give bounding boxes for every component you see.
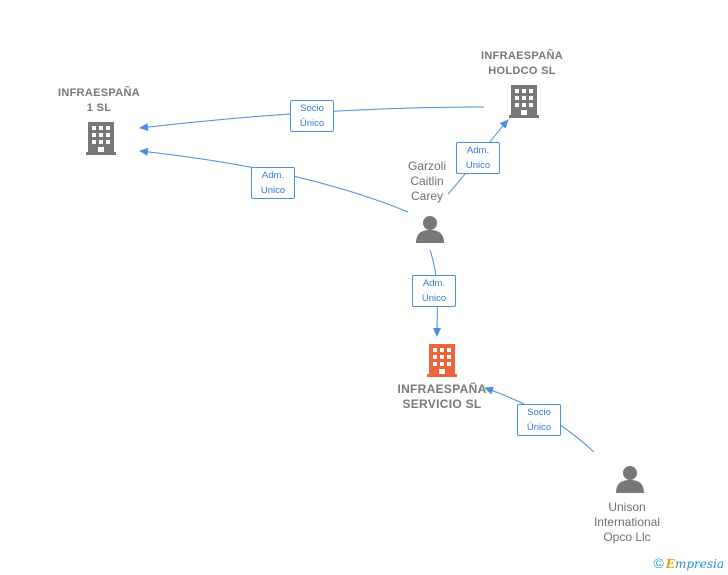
edge-label-adm-unico: Adm. Unico (456, 142, 500, 174)
company-label-holdco[interactable]: INFRAESPAÑA HOLDCO SL (481, 50, 563, 77)
company-label-infraespana-1[interactable]: INFRAESPAÑA 1 SL (58, 87, 140, 114)
copyright-icon: © (653, 555, 664, 571)
person-icon[interactable] (616, 466, 644, 493)
edge-label-socio-unico: Socio Único (517, 404, 561, 436)
building-icon[interactable] (86, 122, 116, 155)
company-label-servicio[interactable]: INFRAESPAÑA SERVICIO SL (397, 382, 487, 411)
empresia-logo[interactable]: ©Empresia (653, 555, 724, 571)
person-label-unison[interactable]: Unison International Opco Llc (593, 500, 661, 544)
edge-label-adm-unico: Adm. Unico (412, 275, 456, 307)
building-icon[interactable] (427, 344, 457, 377)
edge-label-adm-unico: Adm. Unico (251, 167, 295, 199)
brand-name: mpresia (674, 557, 724, 571)
brand-initial: E (665, 557, 675, 571)
person-icon[interactable] (416, 216, 444, 243)
person-label-garzoli[interactable]: Garzoli Caitlin Carey (407, 159, 446, 203)
edge-label-socio-unico: Socio Único (290, 100, 334, 132)
building-icon[interactable] (509, 85, 539, 118)
